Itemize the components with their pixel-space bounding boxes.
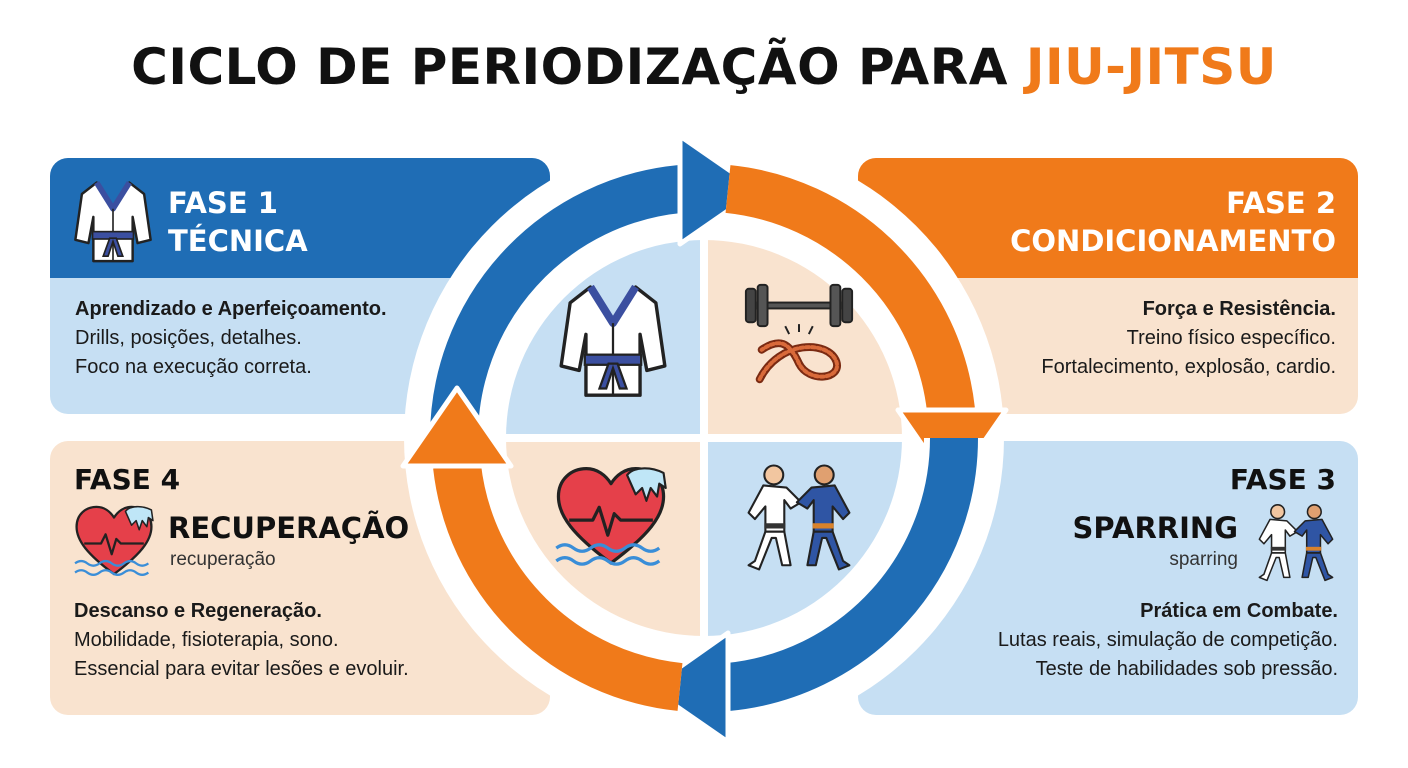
phase-2-line: Treino físico específico. <box>1126 327 1336 349</box>
phase-2-label: FASE 2 <box>1226 186 1336 220</box>
title-main: CICLO DE PERIODIZAÇÃO PARA <box>131 38 1008 96</box>
phase-2-title: FASE 2 CONDICIONAMENTO <box>1010 184 1336 260</box>
phase-3-description: Prática em Combate. Lutas reais, simulaç… <box>998 597 1338 684</box>
phase-2-description: Força e Resistência. Treino físico espec… <box>1041 295 1336 382</box>
phase-4-line: Essencial para evitar lesões e evoluir. <box>74 658 409 680</box>
phase-1-title: FASE 1 TÉCNICA <box>168 184 308 260</box>
phase-4-lead: Descanso e Regeneração. <box>74 600 322 622</box>
phase-3-line: Lutas reais, simulação de competição. <box>997 629 1338 651</box>
phase-1-description: Aprendizado e Aperfeiçoamento. Drills, p… <box>75 295 387 382</box>
phase-3-subtitle: sparring <box>1169 549 1238 570</box>
phase-1-line: Foco na execução correta. <box>75 356 312 378</box>
phase-2-name: CONDICIONAMENTO <box>1010 224 1336 258</box>
title-accent: JIU-JITSU <box>1025 38 1277 96</box>
quadrant-phase-3 <box>704 438 902 636</box>
arrow-phase-1-to-2 <box>424 133 761 439</box>
phase-4-description: Descanso e Regeneração. Mobilidade, fisi… <box>74 597 409 684</box>
page-title: CICLO DE PERIODIZAÇÃO PARA JIU-JITSU <box>0 38 1408 96</box>
phase-4-line: Mobilidade, fisioterapia, sono. <box>74 629 339 651</box>
phase-4-label: FASE 4 <box>74 463 181 496</box>
phase-2-panel: FASE 2 CONDICIONAMENTO Força e Resistênc… <box>858 158 1358 414</box>
phase-4-subtitle: recuperação <box>170 549 276 570</box>
phase-3-label: FASE 3 <box>1229 463 1336 496</box>
phase-3-name: SPARRING <box>1072 511 1238 545</box>
phase-1-line: Drills, posições, detalhes. <box>75 327 302 349</box>
arrow-phase-4-to-1 <box>400 385 684 717</box>
phase-3-line: Teste de habilidades sob pressão. <box>1035 658 1338 680</box>
phase-1-lead: Aprendizado e Aperfeiçoamento. <box>75 298 387 320</box>
phase-2-line: Fortalecimento, explosão, cardio. <box>1041 356 1336 378</box>
phase-1-label: FASE 1 <box>168 186 278 220</box>
phase-3-lead: Prática em Combate. <box>1140 600 1338 622</box>
phase-4-name: RECUPERAÇÃO <box>168 511 410 545</box>
phase-1-name: TÉCNICA <box>168 224 308 258</box>
phase-2-lead: Força e Resistência. <box>1142 298 1336 320</box>
arrow-phase-3-to-4 <box>647 437 984 745</box>
